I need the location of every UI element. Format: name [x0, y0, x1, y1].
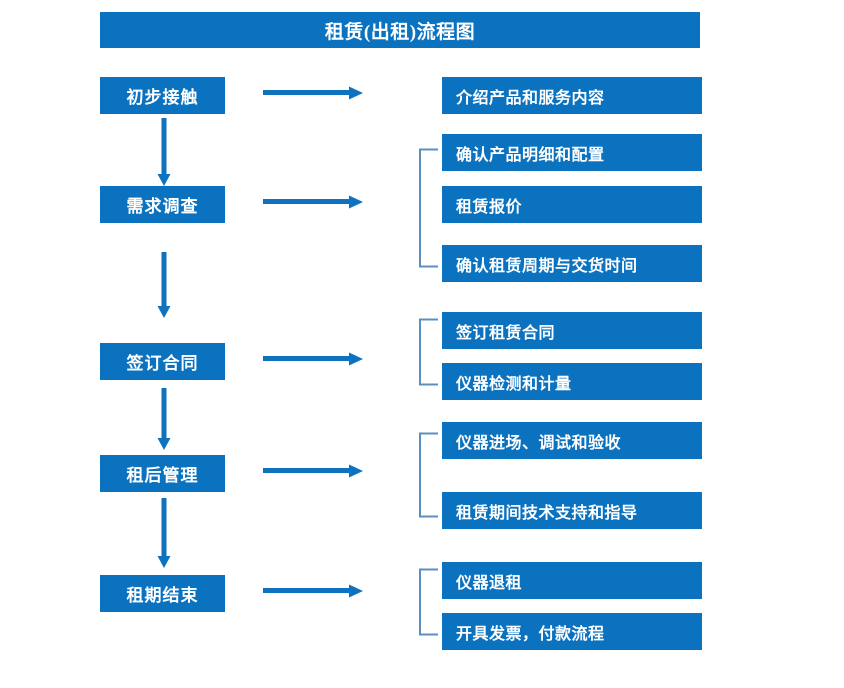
arrow-right-icon: [263, 352, 363, 366]
bracket-group-requirement-survey: [419, 148, 438, 268]
detail-box-confirm-product-spec[interactable]: 确认产品明细和配置: [442, 134, 702, 171]
detail-box-introduce-products[interactable]: 介绍产品和服务内容: [442, 77, 702, 114]
arrow-down-icon: [157, 118, 171, 186]
arrow-down-icon: [157, 498, 171, 568]
bracket-group-post-rental-management: [419, 432, 438, 518]
arrow-right-icon: [263, 86, 363, 100]
bracket-group-lease-end: [419, 568, 438, 636]
stage-box-sign-contract[interactable]: 签订合同: [100, 343, 225, 380]
stage-box-initial-contact[interactable]: 初步接触: [100, 77, 225, 114]
stage-box-lease-end[interactable]: 租期结束: [100, 575, 225, 612]
stage-box-post-rental-management[interactable]: 租后管理: [100, 455, 225, 492]
arrow-down-icon: [157, 388, 171, 450]
detail-box-instrument-return[interactable]: 仪器退租: [442, 562, 702, 599]
arrow-down-icon: [157, 252, 171, 318]
arrow-right-icon: [263, 464, 363, 478]
detail-box-technical-support[interactable]: 租赁期间技术支持和指导: [442, 492, 702, 529]
page-title: 租赁(出租)流程图: [100, 12, 700, 48]
detail-box-instrument-inspection[interactable]: 仪器检测和计量: [442, 363, 702, 400]
stage-box-requirement-survey[interactable]: 需求调查: [100, 186, 225, 223]
arrow-right-icon: [263, 195, 363, 209]
detail-box-instrument-setup-acceptance[interactable]: 仪器进场、调试和验收: [442, 422, 702, 459]
detail-box-rental-quotation[interactable]: 租赁报价: [442, 186, 702, 223]
detail-box-confirm-period-delivery[interactable]: 确认租赁周期与交货时间: [442, 245, 702, 282]
detail-box-invoice-payment[interactable]: 开具发票，付款流程: [442, 613, 702, 650]
arrow-right-icon: [263, 584, 363, 598]
detail-box-sign-rental-contract[interactable]: 签订租赁合同: [442, 312, 702, 349]
bracket-group-sign-contract: [419, 318, 438, 386]
